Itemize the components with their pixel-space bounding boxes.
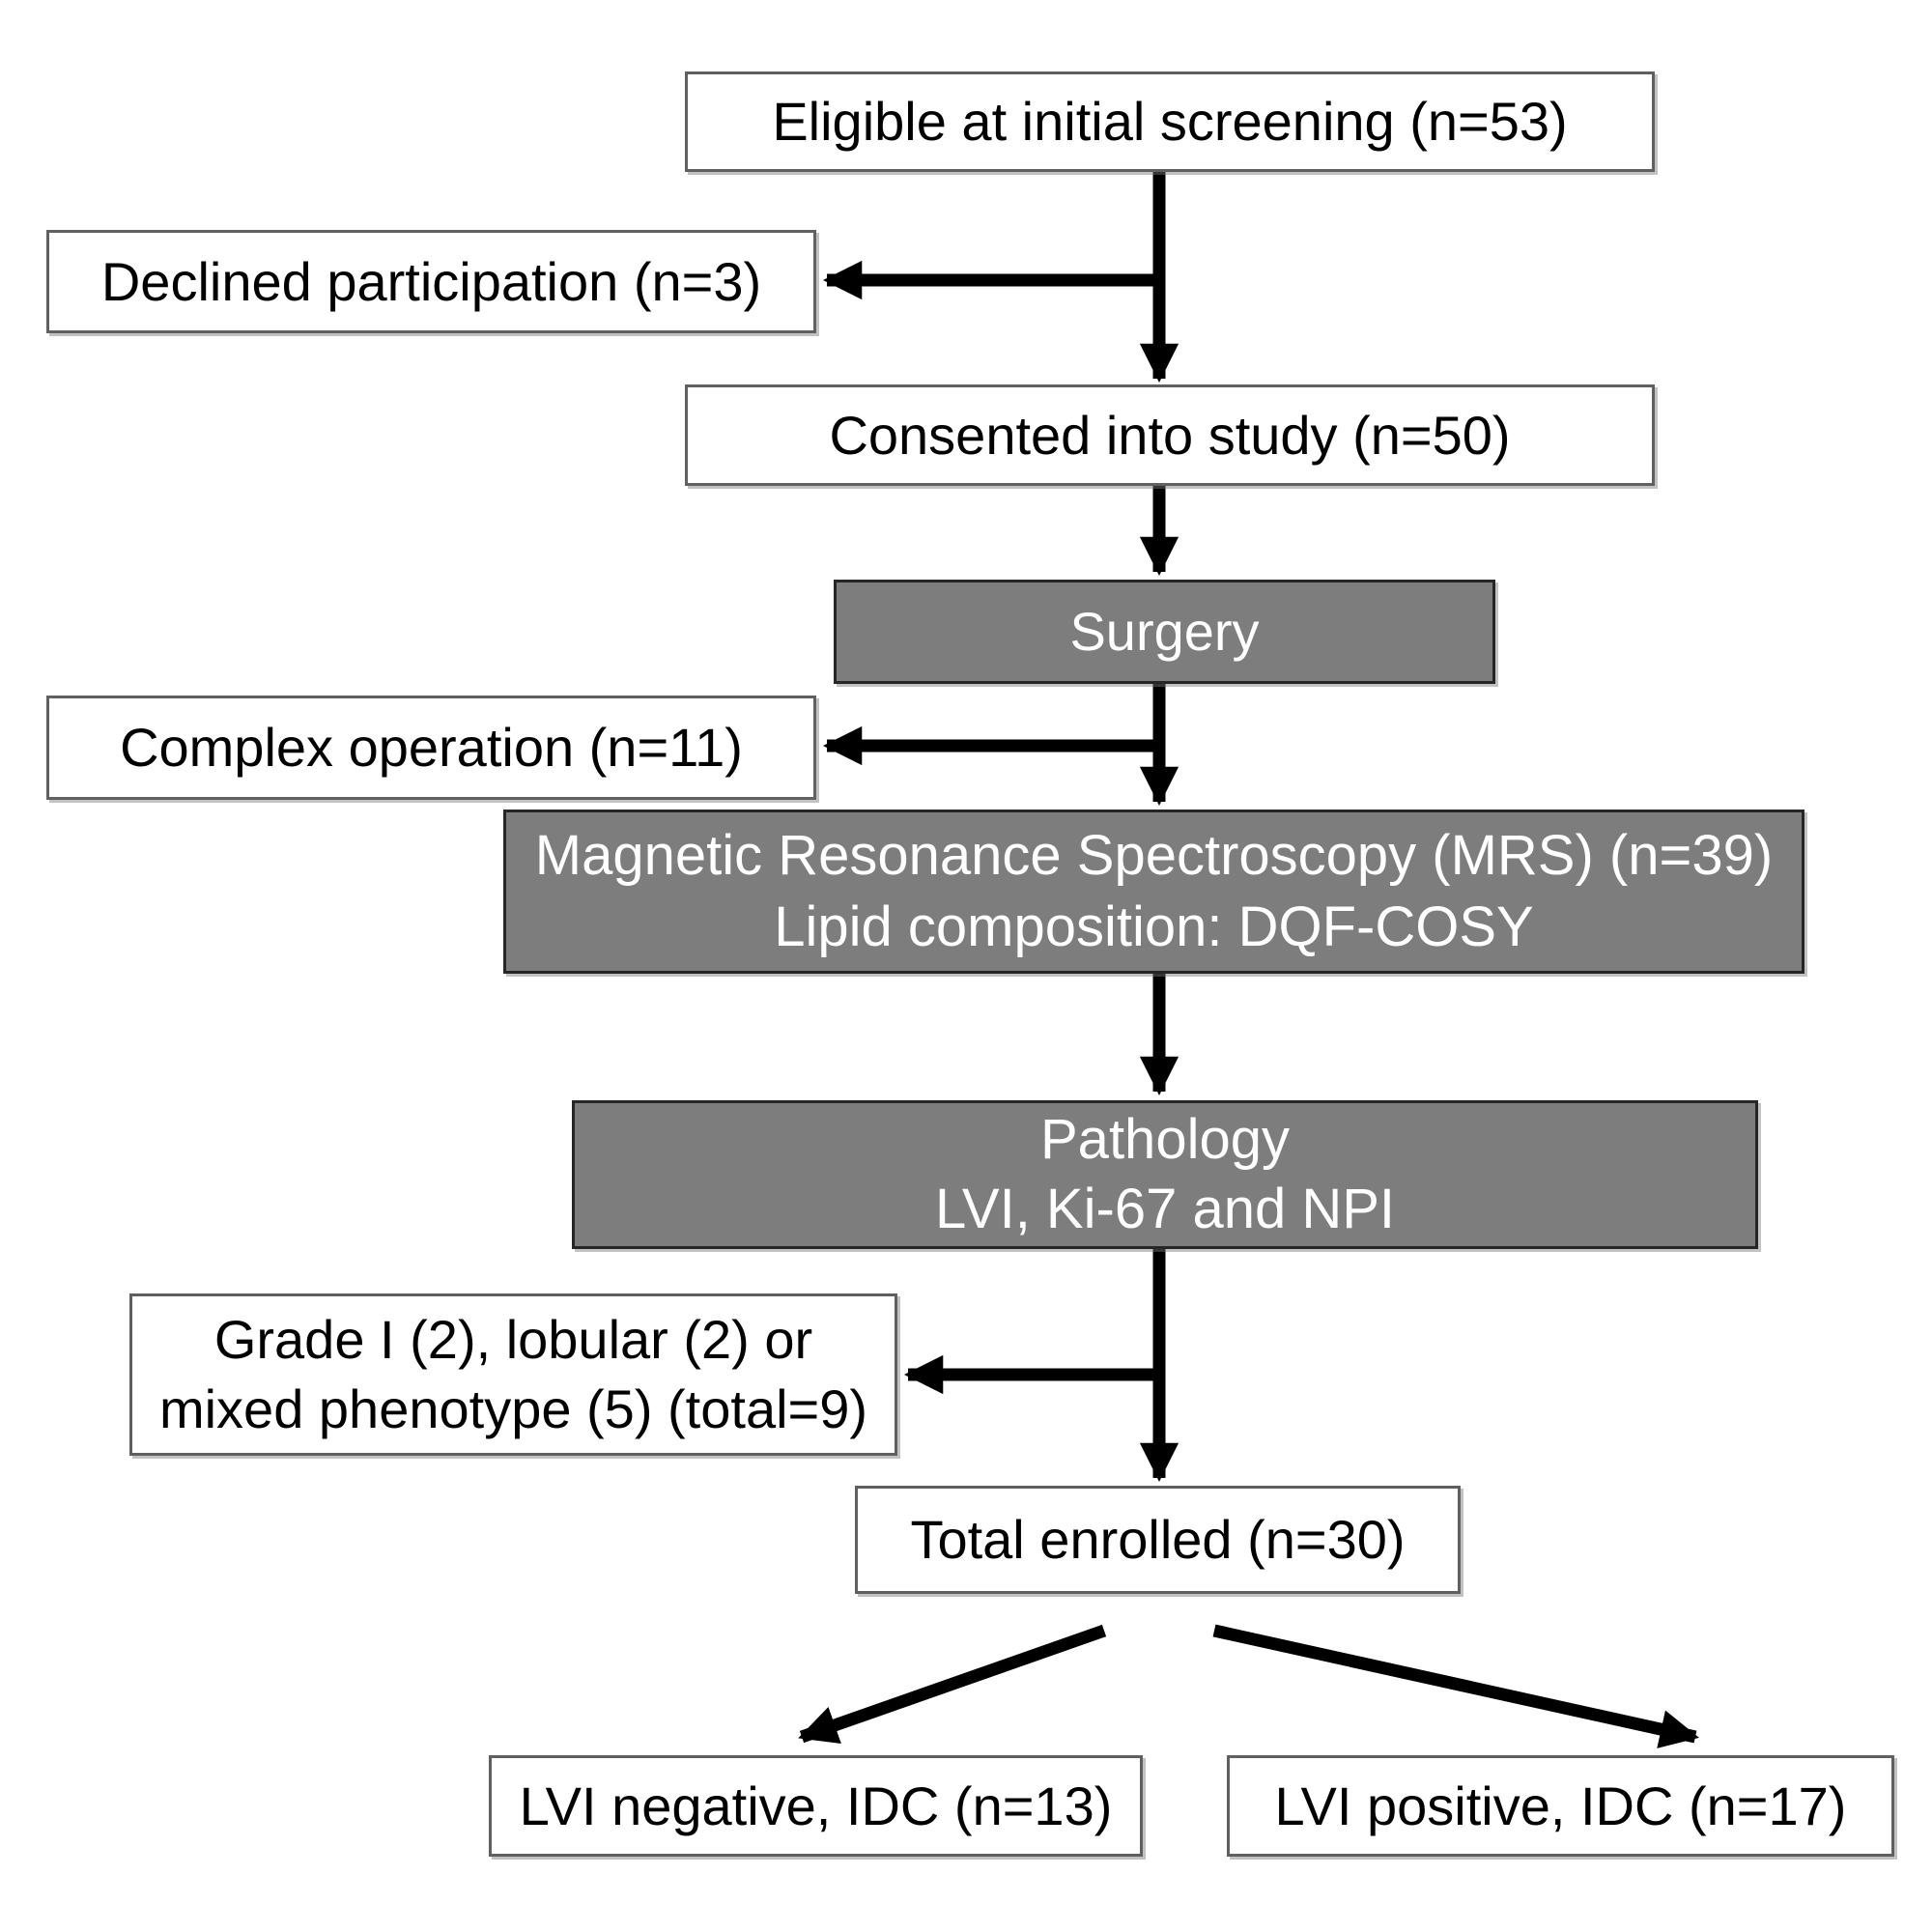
node-total-enrolled: Total enrolled (n=30) <box>855 1486 1461 1594</box>
node-total-enrolled-label: Total enrolled (n=30) <box>910 1509 1406 1570</box>
node-declined-participation-label: Declined participation (n=3) <box>100 250 762 312</box>
node-pathology-line2: LVI, Ki-67 and NPI <box>934 1178 1396 1240</box>
node-eligible-screening-label: Eligible at initial screening (n=53) <box>772 91 1568 152</box>
node-complex-operation: Complex operation (n=11) <box>46 696 816 800</box>
node-complex-operation-label: Complex operation (n=11) <box>120 717 743 778</box>
node-eligible-screening: Eligible at initial screening (n=53) <box>685 71 1655 172</box>
node-grade-exclusions: Grade I (2), lobular (2) or mixed phenot… <box>129 1293 897 1456</box>
node-surgery-label: Surgery <box>1069 601 1260 662</box>
node-grade-exclusions-line1: Grade I (2), lobular (2) or <box>213 1309 813 1370</box>
node-surgery: Surgery <box>834 580 1495 684</box>
node-mrs-line1: Magnetic Resonance Spectroscopy (MRS) (n… <box>534 824 1774 887</box>
arrow-total-to-lvi-positive <box>1212 1624 1699 1748</box>
node-pathology: Pathology LVI, Ki-67 and NPI <box>572 1100 1758 1249</box>
node-consented-into-study-label: Consented into study (n=50) <box>829 404 1511 466</box>
node-mrs: Magnetic Resonance Spectroscopy (MRS) (n… <box>503 810 1804 974</box>
node-lvi-positive: LVI positive, IDC (n=17) <box>1227 1755 1894 1857</box>
node-lvi-negative-label: LVI negative, IDC (n=13) <box>519 1775 1113 1836</box>
node-declined-participation: Declined participation (n=3) <box>46 230 816 333</box>
node-consented-into-study: Consented into study (n=50) <box>685 384 1655 486</box>
node-lvi-positive-label: LVI positive, IDC (n=17) <box>1274 1775 1847 1836</box>
node-pathology-line1: Pathology <box>1040 1108 1290 1171</box>
node-grade-exclusions-line2: mixed phenotype (5) (total=9) <box>158 1378 868 1439</box>
arrow-total-to-lvi-negative <box>798 1624 1107 1744</box>
node-lvi-negative: LVI negative, IDC (n=13) <box>489 1755 1143 1857</box>
node-mrs-line2: Lipid composition: DQF-COSY <box>774 895 1534 958</box>
